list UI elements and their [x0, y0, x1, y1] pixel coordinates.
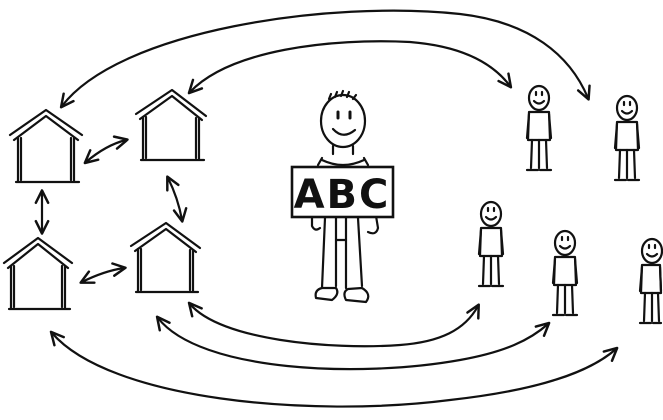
arrow-house-tm-bm	[166, 175, 188, 223]
sign-label: ABC	[294, 172, 391, 218]
arrow-bottom-middle	[155, 315, 551, 371]
arrow-top-inner	[187, 40, 513, 95]
arrow-top-outer	[59, 9, 591, 109]
house-bottom-left	[2, 236, 74, 311]
arrow-house-tl-tm	[83, 135, 129, 165]
person-1	[525, 84, 553, 172]
person-2	[613, 94, 641, 182]
arrow-house-bl-bm	[79, 262, 127, 284]
arrow-bottom-inner	[187, 301, 480, 348]
teacher-figure	[310, 89, 380, 304]
person-3	[477, 200, 505, 288]
house-bottom-middle	[129, 221, 202, 294]
arrow-bottom-outer	[49, 330, 619, 408]
house-top-middle	[134, 88, 208, 162]
house-top-left	[8, 108, 84, 184]
person-5	[638, 237, 663, 325]
abc-sign: ABC	[290, 165, 395, 219]
person-4	[551, 229, 579, 317]
